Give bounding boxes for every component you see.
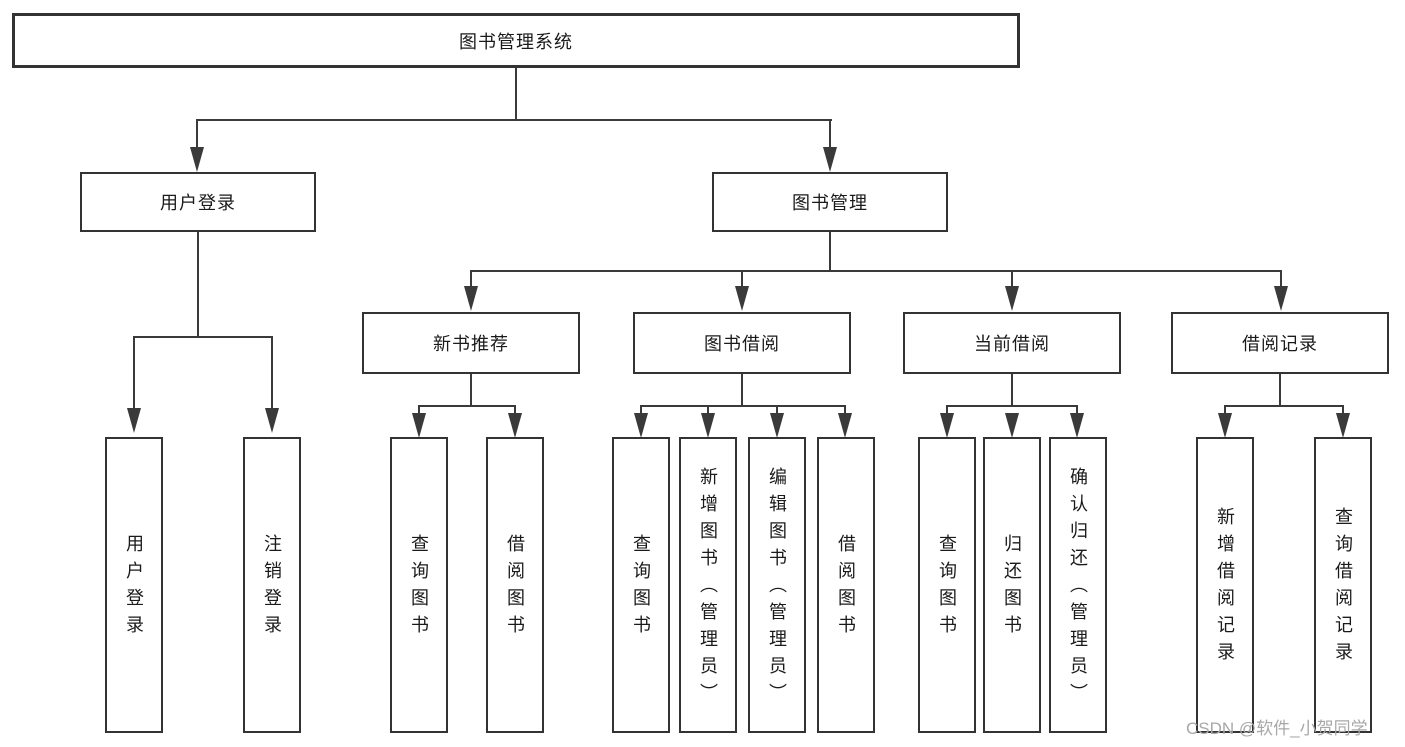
leaf-confirm-return-admin: 确认归还（管理员） (1049, 437, 1107, 733)
arrowhead-icon (940, 413, 954, 438)
node-current-borrowing: 当前借阅 (903, 312, 1121, 374)
connector-line (829, 119, 831, 151)
leaf-return-books: 归还图书 (983, 437, 1041, 733)
connector-line (640, 405, 642, 415)
leaf-logout: 注销登录 (243, 437, 301, 733)
leaf-add-borrow-record: 新增借阅记录 (1196, 437, 1254, 733)
connector-line (1224, 405, 1344, 407)
connector-line (1280, 270, 1282, 288)
connector-line (776, 405, 778, 415)
leaf-borrow-books: 借阅图书 (817, 437, 875, 733)
connector-line (1279, 374, 1281, 407)
node-library-management-system: 图书管理系统 (12, 13, 1020, 68)
connector-line (470, 374, 472, 407)
arrowhead-icon (701, 413, 715, 438)
arrowhead-icon (823, 147, 837, 172)
connector-line (946, 405, 948, 415)
arrowhead-icon (770, 413, 784, 438)
leaf-borrow-books-recommend: 借阅图书 (486, 437, 544, 733)
connector-line (707, 405, 709, 415)
arrowhead-icon (190, 147, 204, 172)
connector-line (1076, 405, 1078, 415)
connector-line (196, 119, 832, 121)
connector-line (271, 336, 273, 410)
connector-line (197, 232, 199, 338)
node-new-book-recommendation: 新书推荐 (362, 312, 580, 374)
arrowhead-icon (1005, 286, 1019, 311)
connector-line (470, 270, 1282, 272)
node-borrowing-records: 借阅记录 (1171, 312, 1389, 374)
arrowhead-icon (265, 408, 279, 433)
leaf-query-books-borrowing: 查询图书 (612, 437, 670, 733)
node-book-management: 图书管理 (712, 172, 948, 232)
connector-line (946, 405, 1078, 407)
arrowhead-icon (1336, 413, 1350, 438)
arrowhead-icon (464, 286, 478, 311)
leaf-edit-books-admin: 编辑图书（管理员） (748, 437, 806, 733)
connector-line (133, 336, 273, 338)
connector-line (418, 405, 516, 407)
connector-line (470, 270, 472, 288)
connector-line (640, 405, 846, 407)
leaf-query-books-current: 查询图书 (918, 437, 976, 733)
connector-line (515, 68, 517, 121)
arrowhead-icon (412, 413, 426, 438)
arrowhead-icon (1218, 413, 1232, 438)
arrowhead-icon (1005, 413, 1019, 438)
arrowhead-icon (735, 286, 749, 311)
connector-line (196, 119, 198, 151)
connector-line (741, 374, 743, 407)
arrowhead-icon (634, 413, 648, 438)
connector-line (829, 232, 831, 272)
csdn-watermark: CSDN @软件_小贺同学 (1186, 719, 1368, 738)
connector-line (514, 405, 516, 415)
connector-line (1342, 405, 1344, 415)
leaf-query-borrow-record: 查询借阅记录 (1314, 437, 1372, 733)
node-book-borrowing: 图书借阅 (633, 312, 851, 374)
connector-line (1011, 270, 1013, 288)
connector-line (1224, 405, 1226, 415)
leaf-query-books-recommend: 查询图书 (390, 437, 448, 733)
connector-line (844, 405, 846, 415)
connector-line (418, 405, 420, 415)
leaf-user-login: 用户登录 (105, 437, 163, 733)
connector-line (1011, 374, 1013, 407)
arrowhead-icon (1274, 286, 1288, 311)
leaf-add-books-admin: 新增图书（管理员） (679, 437, 737, 733)
connector-line (133, 336, 135, 410)
arrowhead-icon (1070, 413, 1084, 438)
arrowhead-icon (838, 413, 852, 438)
arrowhead-icon (127, 408, 141, 433)
node-user-login: 用户登录 (80, 172, 316, 232)
arrowhead-icon (508, 413, 522, 438)
connector-line (741, 270, 743, 288)
